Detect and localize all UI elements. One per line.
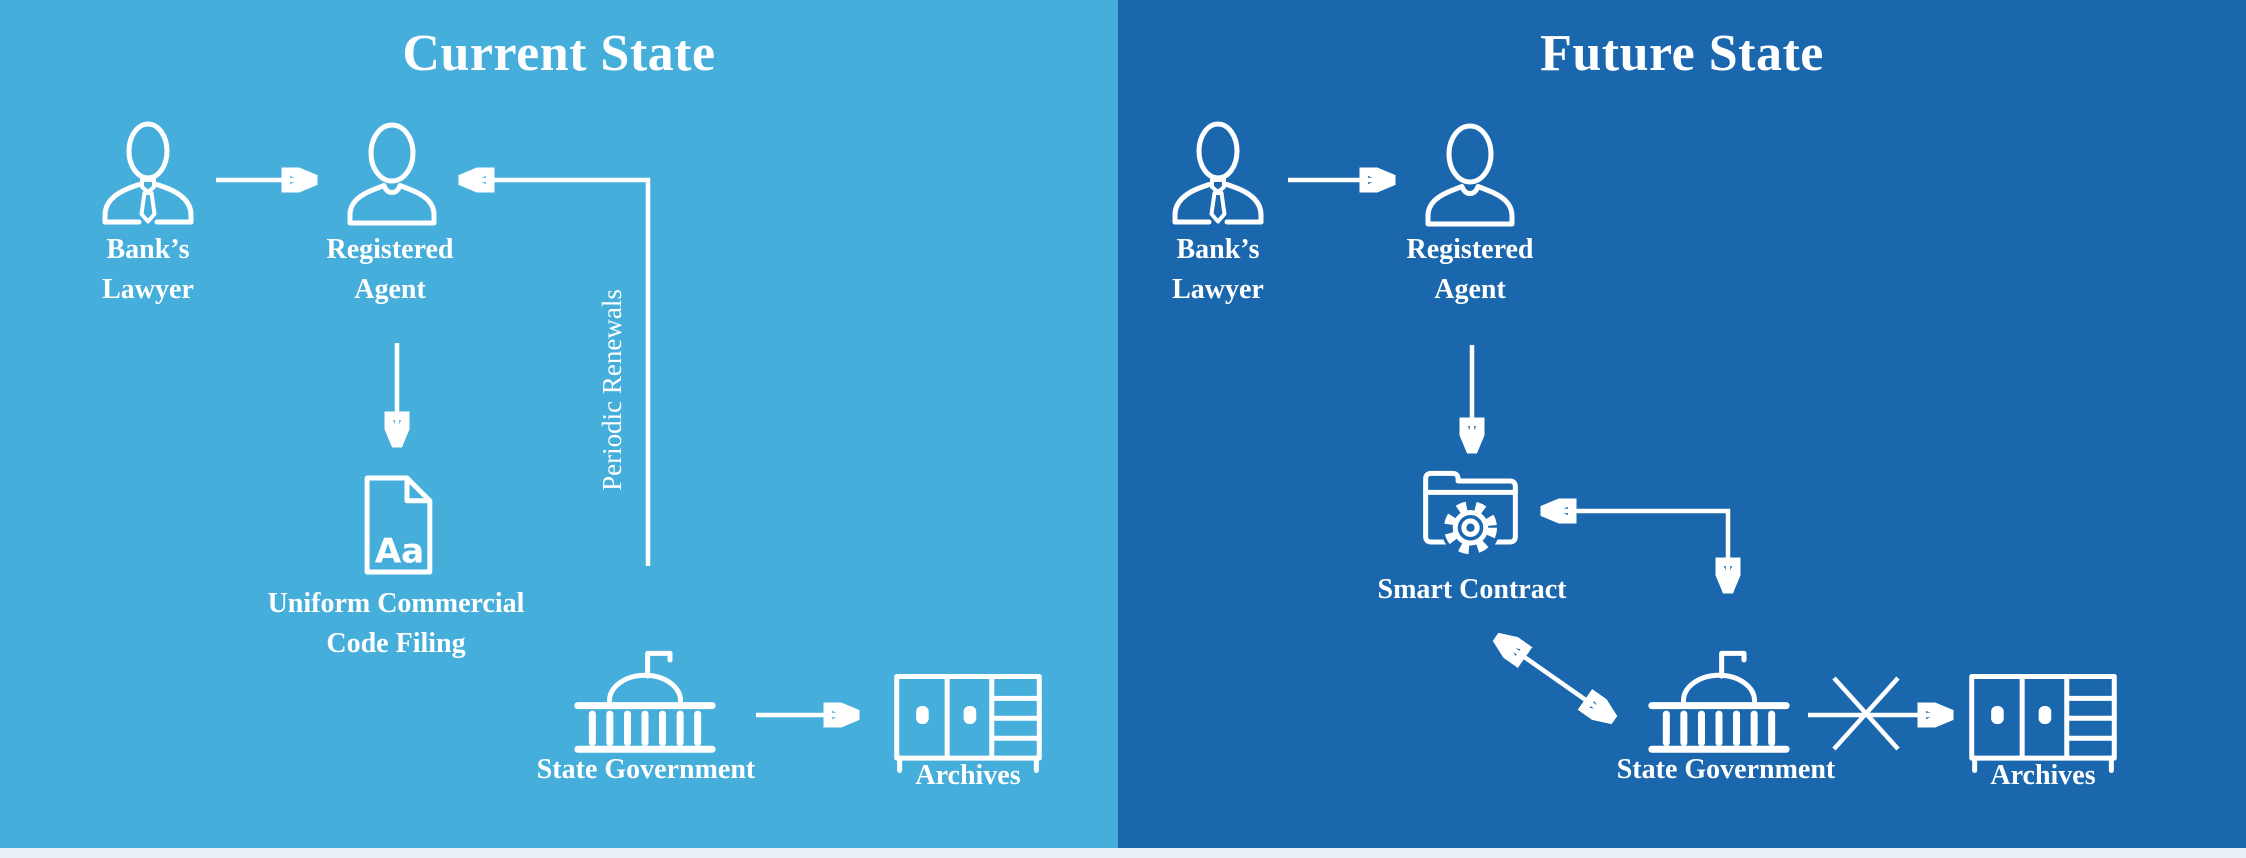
registered-agent-label-line1: Registered (1406, 234, 1534, 265)
future-arrows-layer (1288, 0, 2246, 751)
banks-lawyer-label-line2: Lawyer (1172, 274, 1264, 305)
ucc-filing-label-line2: Code Filing (326, 628, 466, 659)
registered-agent-label-line2: Agent (1434, 274, 1506, 305)
banks-lawyer-label: Bank’s Lawyer (1118, 230, 1318, 310)
archive-cabinet-icon (1963, 668, 2123, 780)
current-state-title: Current State (402, 25, 716, 82)
registered-agent-label: Registered Agent (290, 230, 490, 310)
smart-contract-label: Smart Contract (1377, 574, 1567, 605)
archives-label: Archives (1990, 760, 2096, 791)
future-state-title: Future State (1540, 25, 1824, 82)
person-icon (342, 119, 442, 231)
person-with-tie-icon (98, 118, 198, 230)
registered-agent-label-line1: Registered (326, 234, 454, 265)
banks-lawyer-label-line1: Bank’s (1176, 234, 1260, 265)
banks-lawyer-label: Bank’s Lawyer (48, 230, 248, 310)
document-aa-icon: Aa (350, 470, 445, 580)
state-government-label: State Government (536, 754, 756, 785)
document-text: Aa (375, 532, 425, 572)
registered-agent-label-line2: Agent (354, 274, 426, 305)
registered-agent-label: Registered Agent (1370, 230, 1570, 310)
person-icon (1420, 120, 1520, 232)
banks-lawyer-label-line1: Bank’s (106, 234, 190, 265)
archive-cabinet-icon (888, 668, 1048, 780)
ucc-filing-label: Uniform Commercial Code Filing (206, 584, 586, 664)
periodic-renewals-label: Periodic Renewals (597, 289, 627, 491)
folder-gear-icon (1418, 458, 1523, 558)
current-state-panel: Current State Periodic Renewals Bank’ (0, 0, 1118, 848)
arrow-periodic-renewals-line (464, 180, 651, 566)
banks-lawyer-label-line2: Lawyer (102, 274, 194, 305)
ucc-filing-label-line1: Uniform Commercial (267, 588, 525, 619)
bottom-strip (0, 848, 2246, 858)
current-arrows-layer (216, 0, 1118, 848)
arrow-smart-contract-stategov-bidirectional (1500, 640, 1610, 717)
person-with-tie-icon (1168, 118, 1268, 230)
archives-label: Archives (915, 760, 1021, 791)
future-state-panel: Future State Bank’s (1118, 0, 2246, 848)
cross-out-stroke-2 (1832, 676, 1900, 751)
arrow-stategov-to-smart-contract-elbow (1546, 511, 1728, 588)
state-government-label: State Government (1616, 754, 1836, 785)
government-building-icon (566, 642, 724, 754)
government-building-icon (1640, 642, 1798, 754)
